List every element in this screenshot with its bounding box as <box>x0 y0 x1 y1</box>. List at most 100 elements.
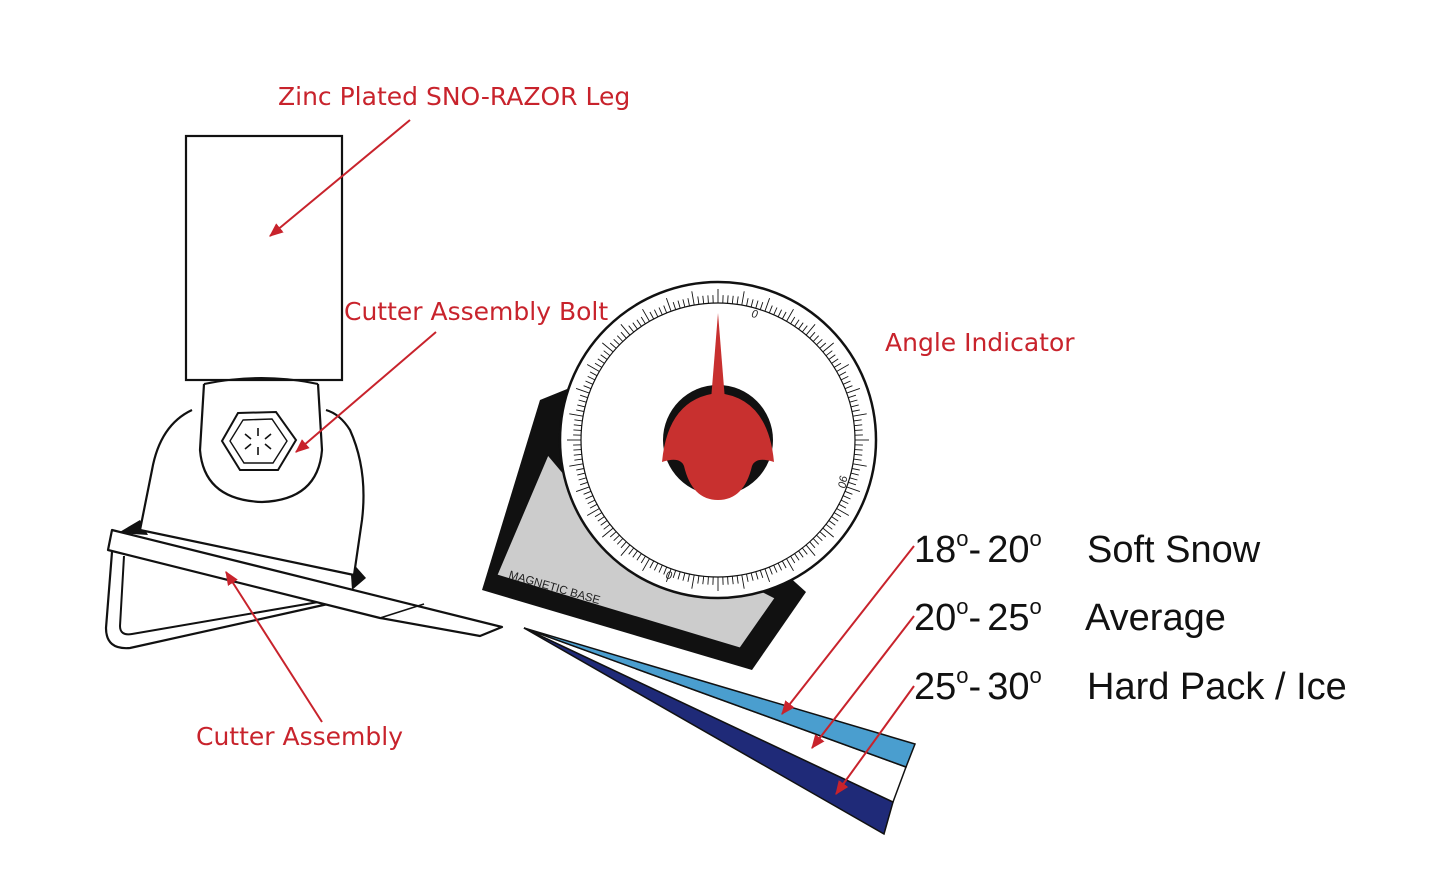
dial-tick <box>731 295 734 304</box>
dial-tick <box>727 576 729 585</box>
dial-tick <box>697 575 700 584</box>
dial-tick <box>786 558 794 572</box>
condition-soft-snow: Soft Snow <box>1087 529 1261 571</box>
dial-tick <box>587 499 596 505</box>
dial-tick <box>691 291 695 306</box>
dial-tick <box>653 309 659 318</box>
arrow-leg <box>269 119 411 237</box>
dial-tick <box>573 429 582 431</box>
dial-tick <box>577 472 586 476</box>
dial-tick <box>600 354 608 360</box>
dial-tick <box>616 538 624 545</box>
dial-tick <box>840 375 849 381</box>
dial-tick <box>759 301 764 310</box>
dial-number-right: 90 <box>835 474 849 489</box>
leg-label: Zinc Plated SNO-RAZOR Leg <box>278 82 630 111</box>
dial-tick <box>583 385 592 390</box>
dial-tick <box>663 305 668 314</box>
dial-tick <box>848 481 857 486</box>
dial-tick <box>852 463 867 467</box>
dial-tick <box>672 570 677 579</box>
dial-tick <box>677 300 681 309</box>
dial-tick <box>677 571 681 580</box>
dial-tick <box>727 295 729 304</box>
dial-tick <box>577 404 586 408</box>
dial-tick <box>628 325 635 333</box>
dial-tick <box>828 354 836 360</box>
condition-hard-pack: Hard Pack / Ice <box>1087 666 1347 708</box>
dial-tick <box>620 541 627 549</box>
dial-tick <box>801 547 808 555</box>
dial-tick <box>665 568 672 583</box>
dial-tick <box>665 297 672 312</box>
dial-tick <box>851 409 860 412</box>
dial-tick <box>768 566 773 575</box>
dial-tick <box>620 324 631 336</box>
dial-tick <box>805 324 816 336</box>
dial-tick <box>687 573 690 582</box>
dial-tick <box>838 371 847 377</box>
dial-tick <box>801 325 808 333</box>
arrow-cutter <box>225 571 323 723</box>
dial-tick <box>707 295 709 304</box>
dial-tick <box>691 574 695 589</box>
dial-tick <box>840 499 849 505</box>
dial-tick <box>707 576 709 585</box>
dial-tick <box>828 520 836 526</box>
dial-tick <box>585 495 593 500</box>
dial-tick <box>746 298 749 307</box>
dial-tick <box>850 404 859 408</box>
dial-tick <box>833 362 842 368</box>
dial-tick <box>849 477 858 481</box>
dial-tick <box>609 531 617 538</box>
dial-tick <box>579 481 588 486</box>
dial-tick <box>854 424 863 427</box>
dial-tick <box>731 576 734 585</box>
dial-tick <box>576 468 585 471</box>
dial-tick <box>632 322 638 330</box>
angle-dial: 0 90 0 <box>558 280 878 600</box>
dial-tick <box>759 570 764 579</box>
dial-tick <box>609 342 617 349</box>
dial-tick <box>825 523 833 530</box>
dial-tick <box>613 338 620 346</box>
dial-tick <box>849 399 858 403</box>
angle-range-legend: 18o-20o Soft Snow 20o-25o Average 25o-30… <box>914 526 1347 708</box>
dial-tick <box>844 385 853 390</box>
dial-tick <box>579 394 588 399</box>
dial-tick <box>573 424 582 427</box>
range-hard-pack: 25o-30o <box>914 663 1042 708</box>
dial-tick <box>831 358 839 364</box>
dial-tick <box>846 486 861 493</box>
range-average: 20o-25o <box>914 594 1042 639</box>
dial-tick <box>573 449 582 451</box>
dial-tick <box>854 449 863 451</box>
dial-tick-marks <box>567 289 869 591</box>
dial-tick <box>589 503 598 509</box>
arrow-average <box>811 615 915 749</box>
dial-tick <box>640 555 646 564</box>
dial-tick <box>843 380 851 385</box>
dial-tick <box>831 516 839 522</box>
dial-tick <box>812 335 820 342</box>
dial-tick <box>764 297 771 312</box>
dial-tick <box>851 468 860 471</box>
wedge-soft-snow <box>523 627 916 768</box>
dial-tick <box>576 409 585 412</box>
dial-tick <box>636 553 642 561</box>
dial-tick <box>750 572 754 581</box>
condition-average: Average <box>1085 597 1226 639</box>
range-soft-snow: 18o-20o <box>914 526 1042 571</box>
dial-tick <box>798 322 804 330</box>
sno-razor-leg <box>184 134 344 382</box>
dial-tick <box>755 571 759 580</box>
dial-tick <box>616 335 624 342</box>
dial-tick <box>586 364 600 372</box>
dial-tick <box>587 375 596 381</box>
dial-tick <box>578 399 587 403</box>
dial-tick <box>798 550 804 558</box>
dial-tick <box>583 490 592 495</box>
dial-tick <box>822 527 834 538</box>
dial-number-top: 0 <box>750 308 759 321</box>
dial-number-bottom: 0 <box>665 568 674 581</box>
